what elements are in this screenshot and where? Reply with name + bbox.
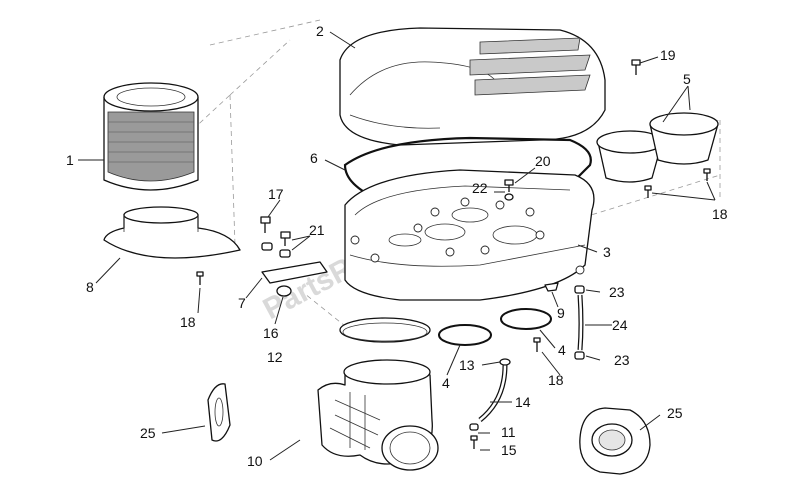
callout-23-bottom: 23 [614, 352, 630, 368]
callout-labels: 1 2 3 4 4 5 6 7 8 9 10 11 12 13 14 15 16… [66, 23, 728, 469]
callout-3: 3 [603, 244, 611, 260]
mounting-plate [261, 261, 328, 297]
callout-9: 9 [557, 305, 565, 321]
airbox-body [344, 169, 595, 301]
callout-13: 13 [459, 357, 475, 373]
callout-15: 15 [501, 442, 517, 458]
callout-12: 12 [267, 349, 283, 365]
intake-trumpets [596, 112, 719, 183]
intake-duct [317, 359, 439, 471]
callout-8: 8 [86, 279, 94, 295]
drain-hose [544, 282, 584, 351]
callout-11: 11 [501, 424, 516, 440]
hose-clamp [339, 317, 431, 343]
filter-base-plate [103, 206, 241, 259]
air-filter-element [103, 82, 199, 191]
airbox-cover [339, 27, 606, 146]
rubber-seal-right [579, 407, 651, 475]
callout-23-top: 23 [609, 284, 625, 300]
callout-14: 14 [515, 394, 531, 410]
callout-2: 2 [316, 23, 324, 39]
breather-hose [478, 358, 511, 422]
callout-20: 20 [535, 153, 551, 169]
callout-5: 5 [683, 71, 691, 87]
callout-4-right: 4 [558, 342, 566, 358]
screws-and-fasteners [196, 59, 711, 449]
callout-18-bottom: 18 [548, 372, 564, 388]
callout-22: 22 [472, 180, 488, 196]
callout-16: 16 [263, 325, 279, 341]
callout-18-right: 18 [712, 206, 728, 222]
callout-21: 21 [309, 222, 325, 238]
callout-4-left: 4 [442, 375, 450, 391]
callout-7: 7 [238, 295, 246, 311]
callout-19: 19 [660, 47, 676, 63]
cover-gasket [343, 136, 592, 212]
rubber-seal-left [207, 383, 231, 442]
callout-18-left: 18 [180, 314, 196, 330]
callout-1: 1 [66, 152, 74, 168]
callout-24: 24 [612, 317, 628, 333]
callout-17: 17 [268, 186, 284, 202]
leader-lines [78, 31, 716, 461]
callout-6: 6 [310, 150, 318, 166]
callout-25-left: 25 [140, 425, 156, 441]
callout-25-right: 25 [667, 405, 683, 421]
callout-10: 10 [247, 453, 263, 469]
o-rings [438, 308, 552, 346]
